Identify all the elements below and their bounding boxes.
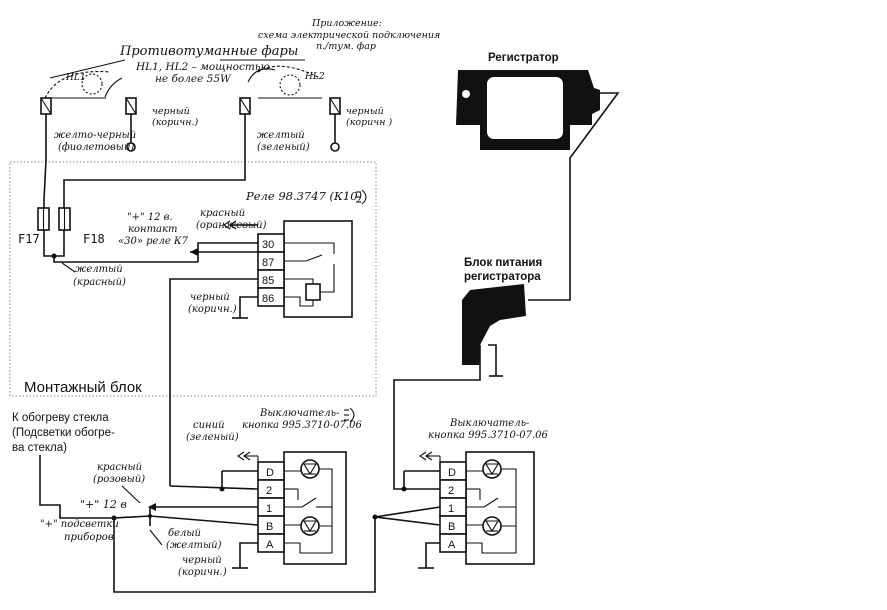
plus12-contact-b: контакт — [128, 224, 177, 235]
wire-white-yellow-a: белый — [168, 528, 201, 539]
switch2-pin-a-label: A — [448, 539, 456, 551]
wire-yellow-black-b: (фиолетовый) — [58, 142, 134, 153]
wire-red-pink-a: красный — [97, 462, 142, 473]
wire-white-yellow-b: (желтый) — [166, 540, 222, 551]
fog-lamp-hl1: HL1 — [44, 59, 126, 99]
switch1-pin-a-label: A — [266, 539, 274, 551]
relay-title: Реле 98.3747 (К10) — [245, 189, 362, 203]
switch2-pin-d-label: D — [448, 467, 456, 479]
switch1-wires: синий (зеленый) красный (розовый) "+" 12… — [39, 420, 376, 593]
appendix-line-2: схема электрической подключения — [258, 30, 440, 41]
appendix-line-1: Приложение: — [311, 18, 382, 29]
wire-black-brown-2b: (коричн ) — [346, 117, 392, 128]
switch2-title-b: кнопка 995.3710-07.06 — [428, 430, 548, 441]
glass-heating-3: ва стекла) — [12, 442, 67, 454]
registrar-device — [456, 70, 620, 301]
relay-pin-85-label: 85 — [262, 275, 274, 287]
switch1-button: D 2 1 B A — [257, 451, 347, 565]
switch2-pin-1-label: 1 — [448, 503, 454, 515]
psu-label-b: регистратора — [464, 271, 541, 283]
plus-backlight-a: "+" подсветки — [40, 519, 119, 530]
switch1-title-b: кнопка 995.3710-07.06 — [242, 420, 362, 431]
relay-pin-86-label: 86 — [262, 293, 274, 305]
wire-black-brown-3b: (коричн.) — [188, 304, 237, 315]
wire-black-brown-4b: (коричн.) — [178, 567, 227, 578]
switch2-title-a: Выключатель- — [449, 418, 530, 429]
wire-blue-green-a: синий — [193, 420, 225, 431]
glass-heating-1: К обогреву стекла — [12, 412, 109, 424]
fog-power-note-2: не более 55W — [155, 73, 232, 85]
wire-black-brown-2a: черный — [346, 106, 384, 117]
relay-k10: 30 87 85 86 — [257, 220, 353, 318]
wire-yellow-black-a: желто-черный — [54, 130, 136, 141]
switch1-indicator-icon — [344, 407, 355, 423]
mount-block-label: Монтажный блок — [24, 379, 142, 396]
wire-black-brown-1b: (коричн.) — [152, 117, 198, 128]
switch2-button: D 2 1 B A — [439, 451, 535, 565]
switch2-pin-2-label: 2 — [448, 485, 454, 497]
wire-red-orange-b: (оранжевый) — [196, 220, 267, 231]
fuse-f17 — [37, 207, 50, 231]
wire-yellow-red-b: (красный) — [73, 277, 126, 288]
fuse-f18 — [58, 207, 71, 231]
relay-pin-87-label: 87 — [262, 257, 274, 269]
plus12-contact-a: "+" 12 в. — [127, 212, 173, 223]
hl1-label: HL1 — [65, 73, 86, 83]
psu-device — [462, 284, 526, 377]
fog-lamp-hl2: HL2 — [220, 59, 325, 99]
switch1-pin-b-label: B — [266, 521, 273, 533]
relay-pin-30-label: 30 — [262, 239, 274, 251]
fog-power-note-1: HL1, HL2 – мощностью — [135, 61, 270, 73]
plus-backlight-b: приборов — [64, 532, 114, 543]
switch1-title-a: Выключатель- — [259, 408, 340, 419]
appendix-note: Приложение: схема электрической подключе… — [258, 18, 440, 52]
switch2-wires — [372, 345, 481, 569]
wire-black-brown-3a: черный — [190, 292, 230, 303]
switch1-pin-1-label: 1 — [266, 503, 272, 515]
glass-heating-2: (Подсветки обогре- — [12, 427, 115, 439]
wire-yellow-red-a: желтый — [75, 264, 123, 275]
fuse-f17-label: F17 — [18, 232, 40, 246]
fog-lights-title: Противотуманные фары — [119, 44, 298, 59]
relay-wires: красный (оранжевый) "+" 12 в. контакт «3… — [118, 208, 267, 486]
registrar-label: Регистратор — [488, 52, 559, 64]
wire-blue-green-b: (зеленый) — [186, 432, 239, 443]
psu-label-a: Блок питания — [464, 257, 542, 269]
hl2-label: HL2 — [304, 72, 325, 82]
wire-yellow-green-b: (зеленый) — [257, 142, 310, 153]
switch1-pin-d-label: D — [266, 467, 274, 479]
switch1-pin-2-label: 2 — [266, 485, 272, 497]
wire-black-brown-1a: черный — [152, 106, 190, 117]
fuse-f18-label: F18 — [83, 232, 105, 246]
relay-indicator-icon — [356, 189, 367, 205]
wire-yellow-green-a: желтый — [257, 130, 305, 141]
wire-red-orange-a: красный — [200, 208, 245, 219]
mount-block-frame — [9, 161, 377, 397]
plus12-contact-c: «30» реле К7 — [118, 236, 189, 247]
wire-black-brown-4a: черный — [182, 555, 222, 566]
switch2-pin-b-label: B — [448, 521, 455, 533]
plus12-switch: "+" 12 в — [80, 498, 127, 511]
appendix-line-3: п./тум. фар — [316, 41, 376, 52]
wire-red-pink-b: (розовый) — [93, 474, 145, 485]
